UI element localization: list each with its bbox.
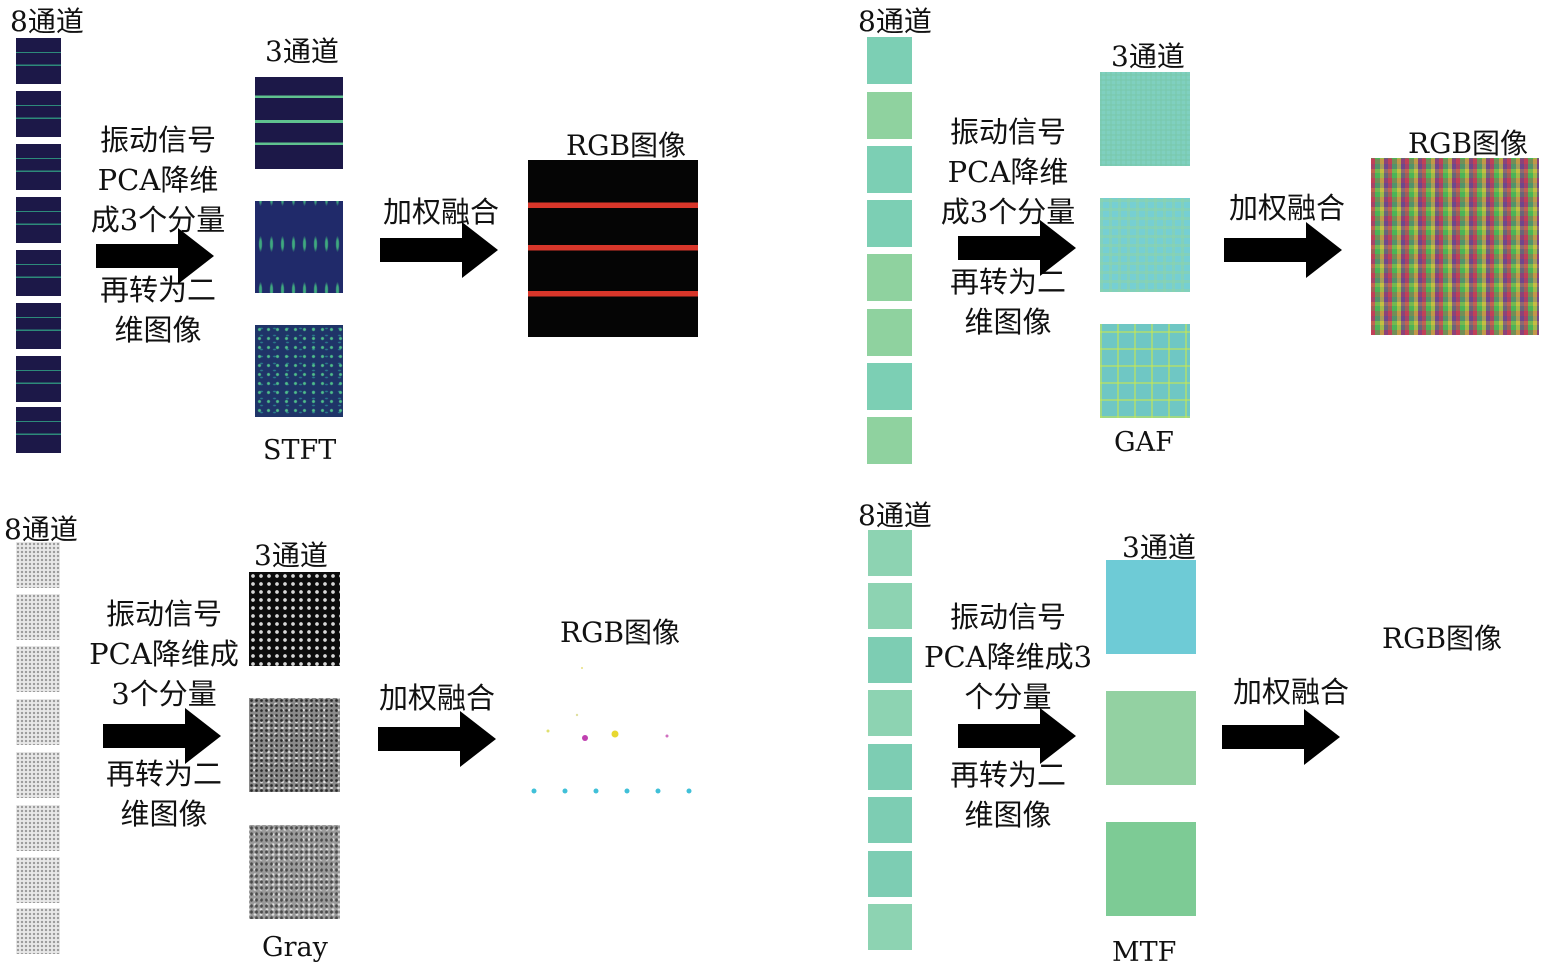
gray-result-label: RGB图像 <box>560 616 681 649</box>
mtf-rgb-image <box>1376 662 1508 822</box>
stft-input-channel <box>16 197 61 243</box>
desc-line: 再转为二 <box>99 273 216 307</box>
gray-input-channel <box>16 646 60 692</box>
gray-input-channel <box>16 699 60 745</box>
gray-input-channel <box>16 542 60 588</box>
gray-input-channel <box>16 752 60 798</box>
gaf-rgb-image <box>1371 158 1539 335</box>
desc-line: 成3个分量 <box>90 203 226 237</box>
gaf-input-channel <box>867 200 912 247</box>
gray-method-caption: Gray <box>262 932 328 963</box>
mtf-process-description: 振动信号 PCA降维成3 个分量 再转为二 维图像 <box>918 597 1098 835</box>
mtf-fusion-label: 加权融合 <box>1232 675 1349 709</box>
gaf-convert-arrow-icon <box>958 220 1076 276</box>
gaf-output-channel <box>1100 72 1190 166</box>
mtf-output-channel <box>1106 691 1196 785</box>
gaf-input-label: 8通道 <box>858 5 932 38</box>
mtf-input-channel <box>868 583 912 629</box>
gaf-fusion-label: 加权融合 <box>1228 191 1345 225</box>
stft-convert-arrow-icon <box>96 228 214 284</box>
gray-input-label: 8通道 <box>4 513 78 546</box>
desc-line: PCA降维 <box>97 163 219 197</box>
gaf-input-channel <box>867 309 912 356</box>
desc-line: PCA降维 <box>947 155 1069 189</box>
gaf-output-channel <box>1100 198 1190 292</box>
gray-output-label: 3通道 <box>254 539 328 572</box>
gray-input-channel <box>16 908 60 954</box>
gaf-output-channel <box>1100 324 1190 418</box>
stft-rgb-image <box>528 160 698 337</box>
desc-line: 维图像 <box>964 798 1052 832</box>
desc-line: 成3个分量 <box>940 195 1076 229</box>
stft-fusion-label: 加权融合 <box>382 195 499 229</box>
mtf-input-channel <box>868 851 912 897</box>
gaf-input-channel <box>867 363 912 410</box>
stft-output-channel <box>255 325 343 417</box>
desc-line: PCA降维成 <box>89 637 239 671</box>
gray-rgb-image <box>531 667 692 794</box>
stft-input-channel <box>16 38 61 84</box>
mtf-input-label: 8通道 <box>858 499 932 532</box>
desc-line: 维图像 <box>964 305 1052 339</box>
stft-input-channel <box>16 303 61 349</box>
gaf-output-label: 3通道 <box>1111 40 1185 73</box>
gaf-method-caption: GAF <box>1114 427 1174 458</box>
gray-input-channel <box>16 594 60 640</box>
stft-input-channel <box>16 356 61 402</box>
desc-line: 维图像 <box>114 313 202 347</box>
stft-process-description: 振动信号 PCA降维 成3个分量 再转为二 维图像 <box>78 120 238 350</box>
stft-output-channel <box>255 77 343 169</box>
mtf-input-channel <box>868 530 912 576</box>
mtf-input-channel <box>868 690 912 736</box>
mtf-output-label: 3通道 <box>1122 531 1196 564</box>
gaf-input-channel <box>867 417 912 464</box>
mtf-result-label: RGB图像 <box>1382 622 1503 655</box>
stft-input-channel <box>16 144 61 190</box>
stft-input-channel <box>16 407 61 453</box>
gray-input-channel <box>16 857 60 903</box>
gray-fusion-arrow-icon <box>378 711 496 767</box>
desc-line: 3个分量 <box>111 677 217 711</box>
stft-output-label: 3通道 <box>265 35 339 68</box>
mtf-input-channel <box>868 797 912 843</box>
stft-output-channel <box>255 201 343 293</box>
mtf-output-channel <box>1106 822 1196 916</box>
gaf-input-channel <box>867 92 912 139</box>
mtf-input-channel <box>868 744 912 790</box>
gaf-input-channel <box>867 254 912 301</box>
stft-input-label: 8通道 <box>10 5 84 38</box>
mtf-input-channel <box>868 637 912 683</box>
stft-result-label: RGB图像 <box>566 129 687 162</box>
gray-output-channel <box>249 572 340 666</box>
mtf-fusion-arrow-icon <box>1222 709 1340 765</box>
gray-process-description: 振动信号 PCA降维成 3个分量 再转为二 维图像 <box>80 594 248 834</box>
gray-output-channel <box>249 698 340 792</box>
gray-input-channel <box>16 805 60 851</box>
mtf-input-channel <box>868 904 912 950</box>
gaf-fusion-arrow-icon <box>1224 222 1342 278</box>
desc-line: 振动信号 <box>949 600 1066 634</box>
gray-convert-arrow-icon <box>103 708 221 764</box>
desc-line: 再转为二 <box>949 758 1066 792</box>
mtf-method-caption: MTF <box>1112 937 1177 968</box>
stft-method-caption: STFT <box>263 435 337 466</box>
gray-fusion-label: 加权融合 <box>378 681 495 715</box>
desc-line: 振动信号 <box>105 597 222 631</box>
gaf-result-label: RGB图像 <box>1408 127 1529 160</box>
mtf-convert-arrow-icon <box>958 708 1076 764</box>
gaf-input-channel <box>867 37 912 84</box>
stft-input-channel <box>16 250 61 296</box>
desc-line: 振动信号 <box>949 115 1066 149</box>
gray-output-channel <box>249 825 340 919</box>
stft-input-channel <box>16 91 61 137</box>
desc-line: 维图像 <box>120 797 208 831</box>
desc-line: 个分量 <box>964 680 1052 714</box>
desc-line: PCA降维成3 <box>923 640 1093 674</box>
desc-line: 再转为二 <box>105 757 222 791</box>
gaf-input-channel <box>867 146 912 193</box>
desc-line: 振动信号 <box>99 123 216 157</box>
stft-fusion-arrow-icon <box>380 222 498 278</box>
mtf-output-channel <box>1106 560 1196 654</box>
